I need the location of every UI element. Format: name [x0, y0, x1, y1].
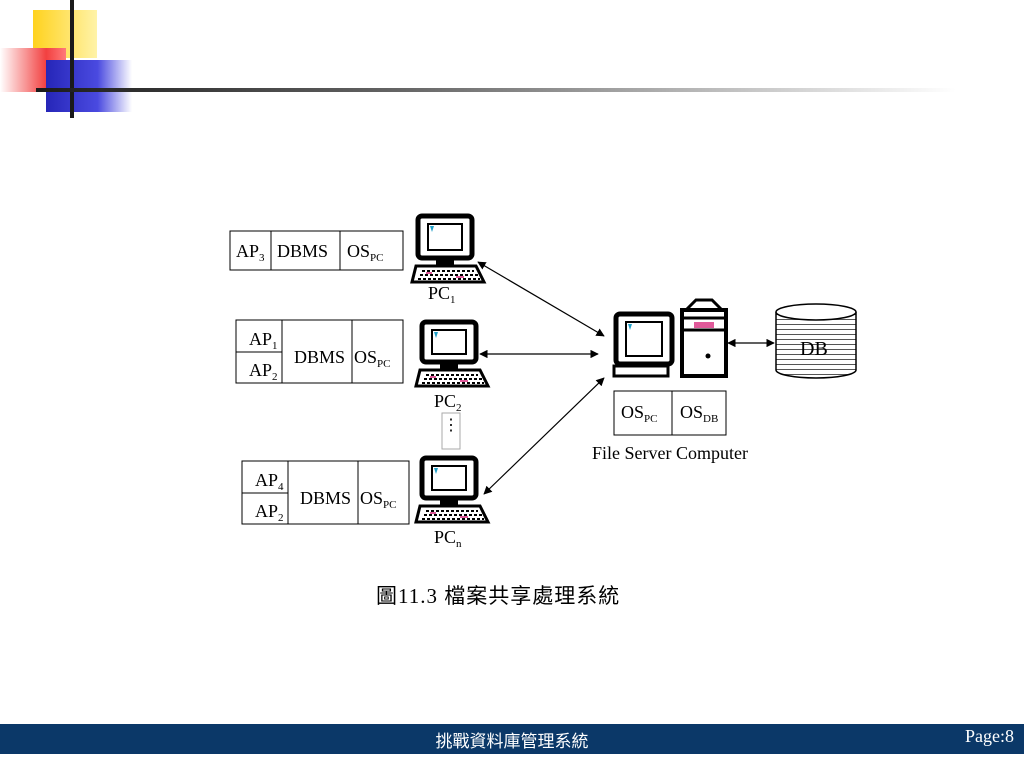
pcn-computer-icon	[414, 455, 491, 524]
footer-title: 挑戰資料庫管理系統	[435, 732, 589, 752]
pc2-label: PC2	[434, 391, 462, 414]
file-server-computer-icon	[612, 298, 728, 378]
pcn-software-stack-box	[241, 460, 410, 525]
decor-blue-square	[46, 60, 132, 112]
decor-horizontal-line	[36, 88, 956, 92]
pc1-server-connection-arrow	[477, 261, 605, 337]
footer-bar	[0, 724, 1024, 754]
pc1-stack-os: OSPC	[347, 241, 384, 264]
server-os-box	[613, 390, 727, 436]
ellipsis-box	[441, 412, 461, 450]
pc2-stack-ap-top: AP1	[249, 329, 278, 352]
pc1-software-stack-box	[229, 230, 404, 271]
pcn-stack-dbms: DBMS	[300, 488, 352, 508]
decor-vertical-line	[70, 0, 74, 118]
pcn-stack-ap-top: AP4	[255, 470, 284, 493]
ellipsis-more-pcs: ⋮	[443, 417, 459, 434]
pc1-stack-ap: AP3	[236, 241, 265, 264]
figure-caption: 圖11.3 檔案共享處理系統	[376, 584, 621, 608]
pc2-stack-dbms: DBMS	[294, 347, 346, 367]
file-server-label: File Server Computer	[592, 443, 748, 463]
database-label: DB	[800, 338, 828, 360]
pcn-server-connection-arrow	[483, 377, 605, 495]
pcn-stack-ap-bottom: AP2	[255, 501, 284, 524]
page-number: Page:8	[965, 726, 1014, 746]
pc2-stack-os: OSPC	[354, 347, 391, 370]
server-os-pc: OSPC	[621, 402, 658, 425]
database-cylinder-icon	[775, 303, 857, 379]
pc1-label: PC1	[428, 283, 456, 306]
pcn-stack-os: OSPC	[360, 488, 397, 511]
pc2-stack-ap-bottom: AP2	[249, 360, 278, 383]
pc1-stack-dbms: DBMS	[277, 241, 329, 261]
pc2-software-stack-box	[235, 319, 404, 384]
pcn-label: PCn	[434, 527, 462, 550]
pc1-computer-icon	[410, 213, 487, 284]
server-os-db: OSDB	[680, 402, 719, 425]
pc2-computer-icon	[414, 319, 491, 388]
